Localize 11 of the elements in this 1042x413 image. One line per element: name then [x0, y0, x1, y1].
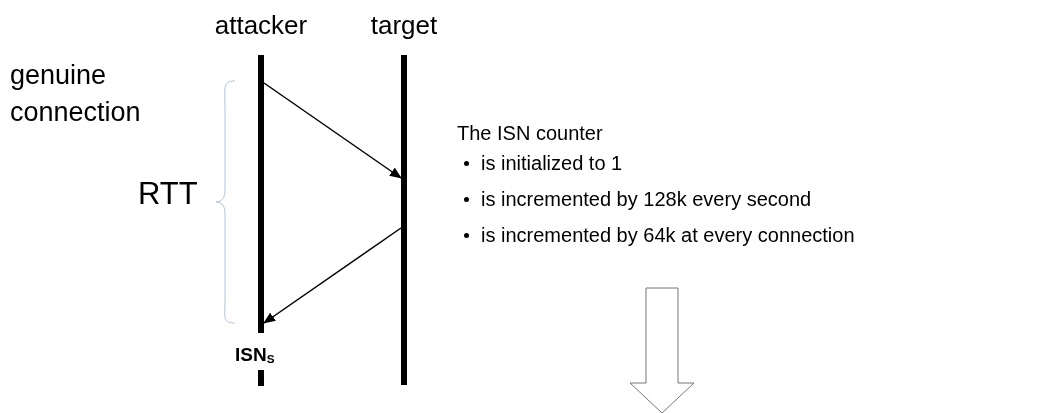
text-label: ISN$_{S}$ — [235, 343, 275, 368]
text-label: RTT — [138, 176, 198, 212]
lifeline-heading: attacker — [214, 10, 308, 40]
text-label: is incremented by 128k every second — [481, 187, 812, 212]
lifeline-heading: target — [370, 10, 438, 40]
text-label: is initialized to 1 — [481, 151, 623, 176]
message-arrow — [263, 227, 402, 324]
text-label: is incremented by 64k at every connection — [481, 223, 855, 248]
message-arrow — [263, 82, 402, 179]
text-label: The ISN counter — [457, 121, 603, 146]
text-label: genuine connection — [10, 59, 142, 129]
